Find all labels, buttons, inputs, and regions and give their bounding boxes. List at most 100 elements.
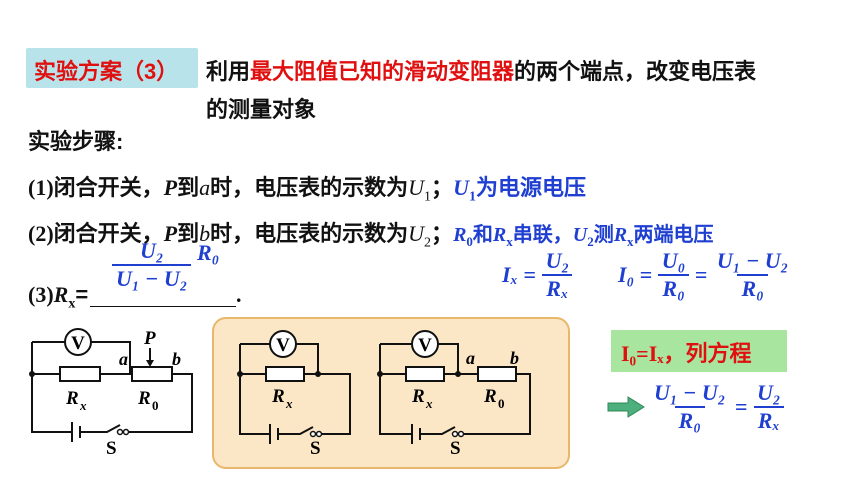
i0-denominator-2: R₀ — [737, 274, 768, 302]
step3-r-sub: x — [68, 296, 76, 312]
step2-note-rx-sub: x — [506, 234, 513, 249]
i0-denominator-1: R₀ — [658, 274, 689, 302]
step2-note-end: 两端电压 — [633, 222, 714, 246]
c1-r0-sub: 0 — [152, 398, 159, 413]
step1-note-sub: 1 — [468, 189, 476, 205]
rx-formula-denominator: U₁ − U₂ — [112, 264, 192, 292]
step1-text-c: 时，电压表的示数为 — [210, 175, 409, 200]
step2-note-r0: R — [453, 224, 467, 246]
step2-note-u2-sub: 2 — [587, 234, 594, 249]
step2-u: U — [408, 221, 425, 246]
step2-pos: b — [199, 221, 211, 246]
ix-numerator: U₂ — [545, 248, 570, 273]
circuit-panel — [212, 317, 570, 469]
step2-note-rx2-sub: x — [627, 234, 634, 249]
step2-text-b: 到 — [177, 221, 200, 246]
step1-text-a: 闭合开关， — [53, 175, 164, 200]
final-denominator-2: Rₓ — [753, 406, 784, 434]
step3-r: R — [53, 282, 69, 307]
c1-point-a: a — [119, 349, 128, 369]
c2-rx-label: R — [271, 386, 285, 407]
final-numerator-1: U₁ − U₂ — [654, 380, 726, 405]
step-1: (1)闭合开关，P到a时，电压表的示数为U1；U1为电源电压 — [28, 170, 586, 205]
step2-note-meas: 测 — [593, 222, 614, 246]
scheme-line1-pre: 利用 — [206, 59, 251, 84]
ix-equal: = — [523, 262, 537, 287]
ix-lhs: Iₓ — [502, 262, 519, 287]
step-2: (2)闭合开关，P到b时，电压表的示数为U2；R0和Rx串联，U2测Rx两端电压 — [28, 216, 714, 251]
step1-text-b: 到 — [177, 175, 200, 200]
c3-voltmeter-label: V — [418, 335, 432, 356]
scheme-tag: 实验方案（3） — [26, 48, 198, 88]
step2-text-a: 闭合开关， — [53, 221, 164, 246]
step3-underline — [90, 306, 236, 307]
step1-sep: ； — [431, 175, 454, 200]
step1-note-text: 为电源电压 — [475, 175, 586, 201]
step3-eq: = — [75, 282, 89, 307]
c3-r0-label: R — [483, 386, 497, 407]
step1-p: P — [163, 175, 178, 200]
c3-point-a: a — [466, 348, 475, 368]
step2-note-u2: U — [572, 224, 588, 246]
circuit-diagram-3: V a b R x R 0 S — [377, 330, 531, 459]
c1-rx-label: R — [65, 388, 79, 409]
final-denominator-1: R₀ — [674, 406, 705, 434]
rx-formula-r0: R₀ — [196, 240, 220, 265]
c1-rx-sub: x — [79, 398, 87, 413]
scheme-line1-post: 的两个端点，改变电压表 — [514, 59, 757, 84]
final-equal: = — [734, 394, 748, 419]
c2-voltmeter-label: V — [276, 335, 290, 356]
step2-note-rx: R — [492, 224, 507, 246]
c2-rx-sub: x — [285, 396, 293, 411]
i0-numerator-2: U₁ − U₂ — [716, 248, 789, 273]
c3-switch-label: S — [450, 438, 461, 459]
scheme-tag-text: 实验方案（3） — [34, 59, 179, 84]
scheme-line1-highlight: 最大阻值已知的滑动变阻器 — [250, 59, 515, 84]
step1-note-u: U — [453, 175, 469, 200]
i0-numerator-1: U₀ — [661, 248, 686, 273]
c1-slider-label: P — [143, 328, 156, 349]
c1-switch-label: S — [106, 438, 117, 459]
c1-voltmeter-label: V — [71, 333, 85, 354]
i0-lhs: I₀ — [618, 262, 635, 287]
c3-rx-sub: x — [425, 396, 433, 411]
step2-note-r0-sub: 0 — [466, 234, 473, 249]
rx-formula-numerator: U₂ — [139, 238, 164, 263]
step2-number: (2) — [28, 221, 54, 246]
circuit-diagram-2: V R x S — [237, 330, 351, 459]
step2-u-sub: 2 — [424, 235, 432, 251]
equation-box-text: I₀=Iₓ，列方程 — [621, 341, 752, 366]
scheme-line-2: 的测量对象 — [206, 97, 317, 122]
c2-switch-label: S — [310, 438, 321, 459]
step1-pos: a — [199, 175, 211, 200]
c3-rx-label: R — [411, 386, 425, 407]
step1-u-sub: 1 — [424, 189, 432, 205]
i0-equal-1: = — [639, 262, 653, 287]
right-arrow-icon — [607, 396, 645, 418]
step2-text-c: 时，电压表的示数为 — [210, 221, 409, 246]
step1-u: U — [408, 175, 425, 200]
circuit-diagram-1: V P a b R x R 0 S — [29, 328, 193, 459]
steps-heading: 实验步骤: — [28, 129, 124, 154]
step2-note-series: 串联， — [512, 222, 573, 246]
step2-sep: ； — [431, 221, 454, 246]
c1-r0-label: R — [137, 388, 151, 409]
final-numerator-2: U₂ — [757, 380, 781, 405]
step-3: (3)Rx= — [28, 282, 88, 312]
c3-r0-sub: 0 — [498, 396, 505, 411]
step2-p: P — [163, 221, 178, 246]
scheme-line-1: 利用最大阻值已知的滑动变阻器的两个端点，改变电压表 — [206, 54, 756, 86]
step3-number: (3) — [28, 282, 54, 307]
ix-denominator: Rₓ — [542, 274, 573, 302]
equation-box: I₀=Iₓ，列方程 — [611, 330, 787, 372]
c3-point-b: b — [510, 348, 519, 368]
step2-note-and: 和 — [472, 222, 493, 246]
step1-number: (1) — [28, 175, 54, 200]
i0-equal-2: = — [694, 262, 708, 287]
step2-note-rx2: R — [613, 224, 628, 246]
step3-end: . — [236, 282, 242, 307]
